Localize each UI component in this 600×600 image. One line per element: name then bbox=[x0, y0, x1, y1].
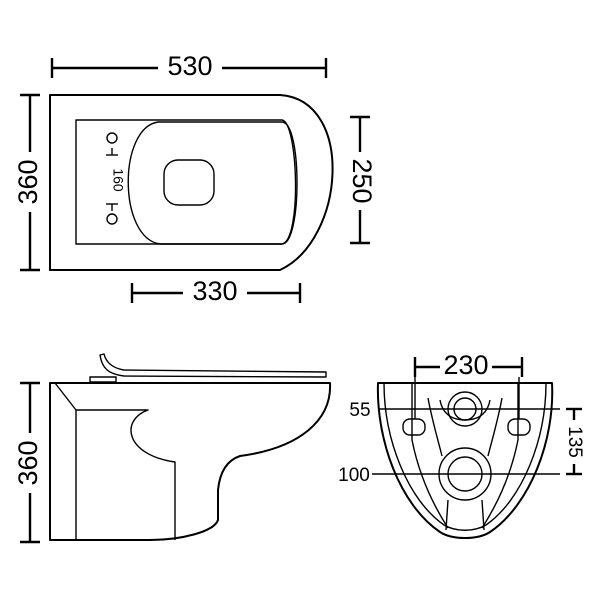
dim-fixing-width: 230 bbox=[413, 350, 524, 419]
rear-view-frame bbox=[411, 383, 519, 529]
fixing-hole-bottom bbox=[106, 213, 118, 225]
side-view: 360 bbox=[13, 353, 332, 544]
top-view-drain bbox=[163, 159, 215, 206]
fixing-hole-top bbox=[106, 132, 118, 144]
bowl-depth-label: 250 bbox=[347, 158, 377, 203]
rear-fixing-left bbox=[402, 418, 426, 436]
dim-outlet: 100 bbox=[338, 465, 560, 486]
dim-bowl-depth: 250 bbox=[347, 115, 377, 245]
dim-overall-depth: 360 bbox=[13, 93, 43, 272]
overall-depth-label: 360 bbox=[13, 159, 43, 204]
side-view-hinge bbox=[89, 376, 117, 383]
overall-length-label: 530 bbox=[167, 51, 212, 81]
rear-view: 230 55 100 135 bbox=[338, 350, 585, 539]
rear-view-outline bbox=[376, 382, 554, 539]
top-view-bowl bbox=[127, 121, 298, 245]
top-view-rim bbox=[75, 119, 297, 245]
fixing-width-label: 230 bbox=[443, 350, 488, 380]
dim-inlet: 55 bbox=[349, 400, 560, 421]
side-view-body bbox=[49, 382, 332, 541]
fixing-centres-label: 160 bbox=[110, 168, 126, 192]
dim-outlet-height: 135 bbox=[564, 407, 585, 476]
height-label: 360 bbox=[13, 440, 43, 485]
rear-fixing-right bbox=[507, 418, 531, 436]
dim-height: 360 bbox=[13, 381, 43, 544]
dim-bowl-length: 330 bbox=[130, 276, 302, 306]
bowl-length-label: 330 bbox=[192, 276, 237, 306]
rear-view-inner bbox=[383, 382, 547, 531]
outlet-diameter-label: 100 bbox=[338, 465, 370, 486]
dim-overall-length: 530 bbox=[50, 51, 328, 81]
outlet-height-label: 135 bbox=[564, 426, 585, 458]
top-view-outline bbox=[49, 94, 334, 271]
top-view: 160 530 360 250 bbox=[13, 51, 377, 306]
side-view-seat bbox=[99, 353, 327, 378]
inlet-diameter-label: 55 bbox=[349, 400, 370, 421]
side-view-inner bbox=[75, 409, 176, 540]
